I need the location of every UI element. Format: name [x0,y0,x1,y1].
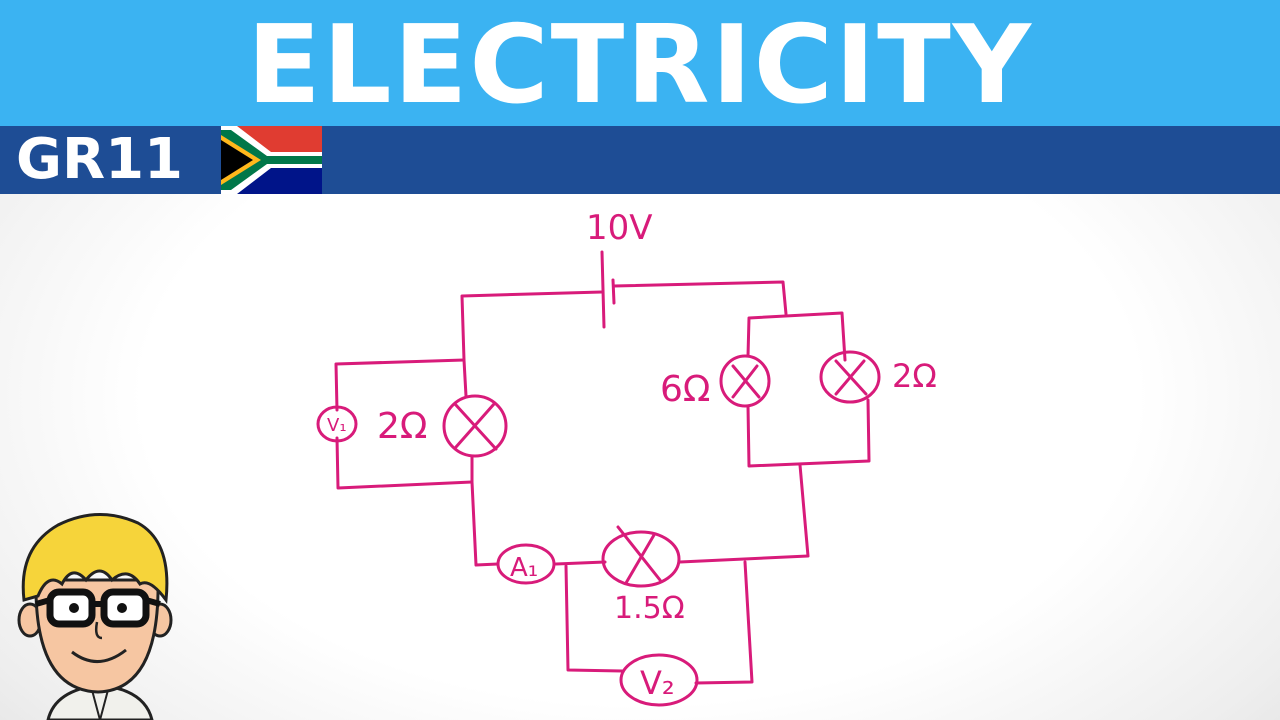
lamp1-label: 2Ω [377,406,427,447]
wire-top-left [460,290,604,362]
lamp-4-cross [616,525,662,585]
wire-a1-lamp4 [554,560,607,566]
page-title: ELECTRICITY [247,3,1033,128]
wire-top-right [612,280,788,316]
wire-parallel [678,311,871,564]
wire-v2-loop [564,560,754,685]
ammeter-a1 [496,543,556,585]
south-africa-flag-icon [221,126,322,194]
lamp4-label: 1.5Ω [614,591,685,626]
grade-bar: GR11 [0,126,1280,194]
battery-label: 10V [586,208,653,248]
grade-label: GR11 [16,127,184,192]
v1-label: V₁ [327,415,347,436]
lamp3-label: 2Ω [892,357,937,395]
lamp-2-cross [731,364,761,399]
voltmeter-v2 [619,653,699,707]
lamp-3 [819,350,881,404]
v2-label: V₂ [640,664,675,702]
voltmeter-v1 [316,405,358,443]
wire-lamp1 [462,358,500,567]
lamp2-label: 6Ω [660,369,710,410]
battery-short-plate [611,278,616,305]
lamp-4 [601,530,681,588]
title-banner: ELECTRICITY [0,0,1280,126]
wire-v1-branch [334,358,474,490]
lamp-1 [442,394,508,458]
lamp-2 [719,354,771,408]
lamp-1-cross [453,402,498,451]
battery-long-plate [600,250,606,329]
cartoon-teacher-icon [17,513,173,720]
circuit-diagram: 10V V₁ 2Ω 6Ω 2Ω A₁ 1.5Ω V₂ [316,208,937,707]
lamp-3-cross [834,359,868,396]
a1-label: A₁ [510,553,538,583]
